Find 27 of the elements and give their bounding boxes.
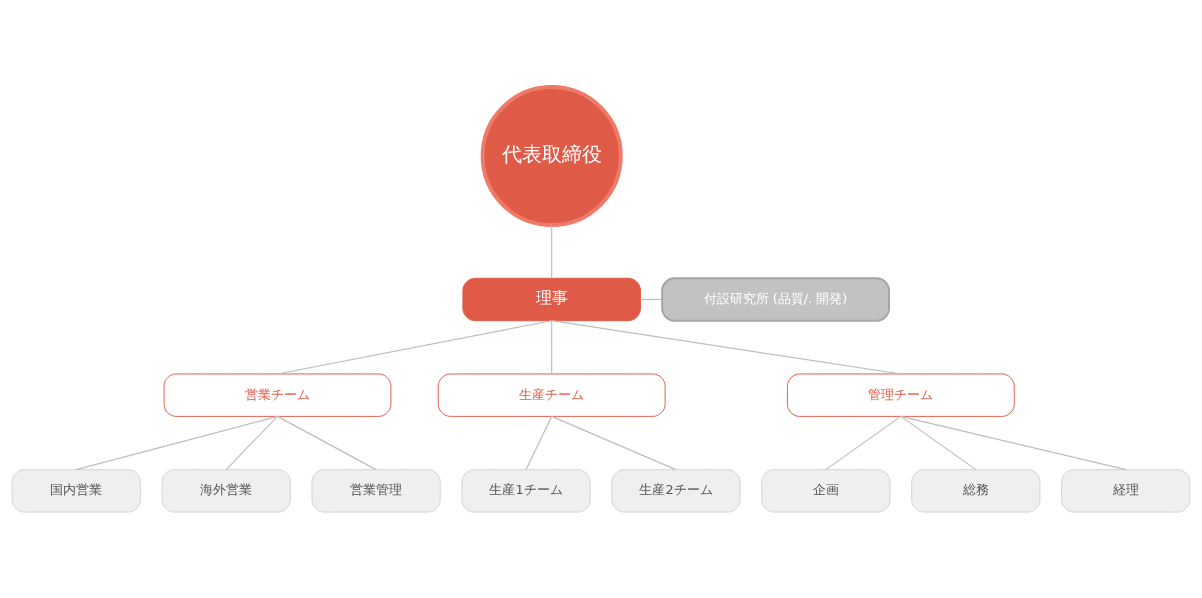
connector — [225, 415, 279, 470]
node-box: 海外営業 — [161, 468, 291, 513]
connector — [825, 415, 902, 470]
node-box: 生産1チーム — [461, 468, 591, 513]
node-box: 企画 — [761, 468, 891, 513]
connector — [551, 319, 902, 375]
connector — [75, 415, 279, 470]
connector — [525, 415, 553, 470]
node-box: 生産チーム — [437, 372, 666, 417]
node-box: 付設研究所 (品質/. 開発) — [661, 276, 890, 322]
connector — [551, 223, 553, 279]
node-box: 営業管理 — [311, 468, 441, 513]
connector — [639, 298, 663, 300]
node-box: 総務 — [911, 468, 1041, 513]
connector — [551, 319, 553, 375]
node-circle: 代表取締役 — [480, 84, 623, 227]
connector — [276, 415, 377, 470]
connector — [900, 415, 977, 470]
node-box: 管理チーム — [786, 372, 1015, 417]
node-box: 経理 — [1061, 468, 1191, 513]
connector — [900, 415, 1127, 470]
node-box: 理事 — [462, 277, 641, 321]
connector — [276, 319, 553, 375]
node-box: 国内営業 — [11, 468, 141, 513]
node-box: 生産2チーム — [611, 468, 741, 513]
connector — [551, 415, 677, 470]
node-box: 営業チーム — [163, 372, 392, 417]
